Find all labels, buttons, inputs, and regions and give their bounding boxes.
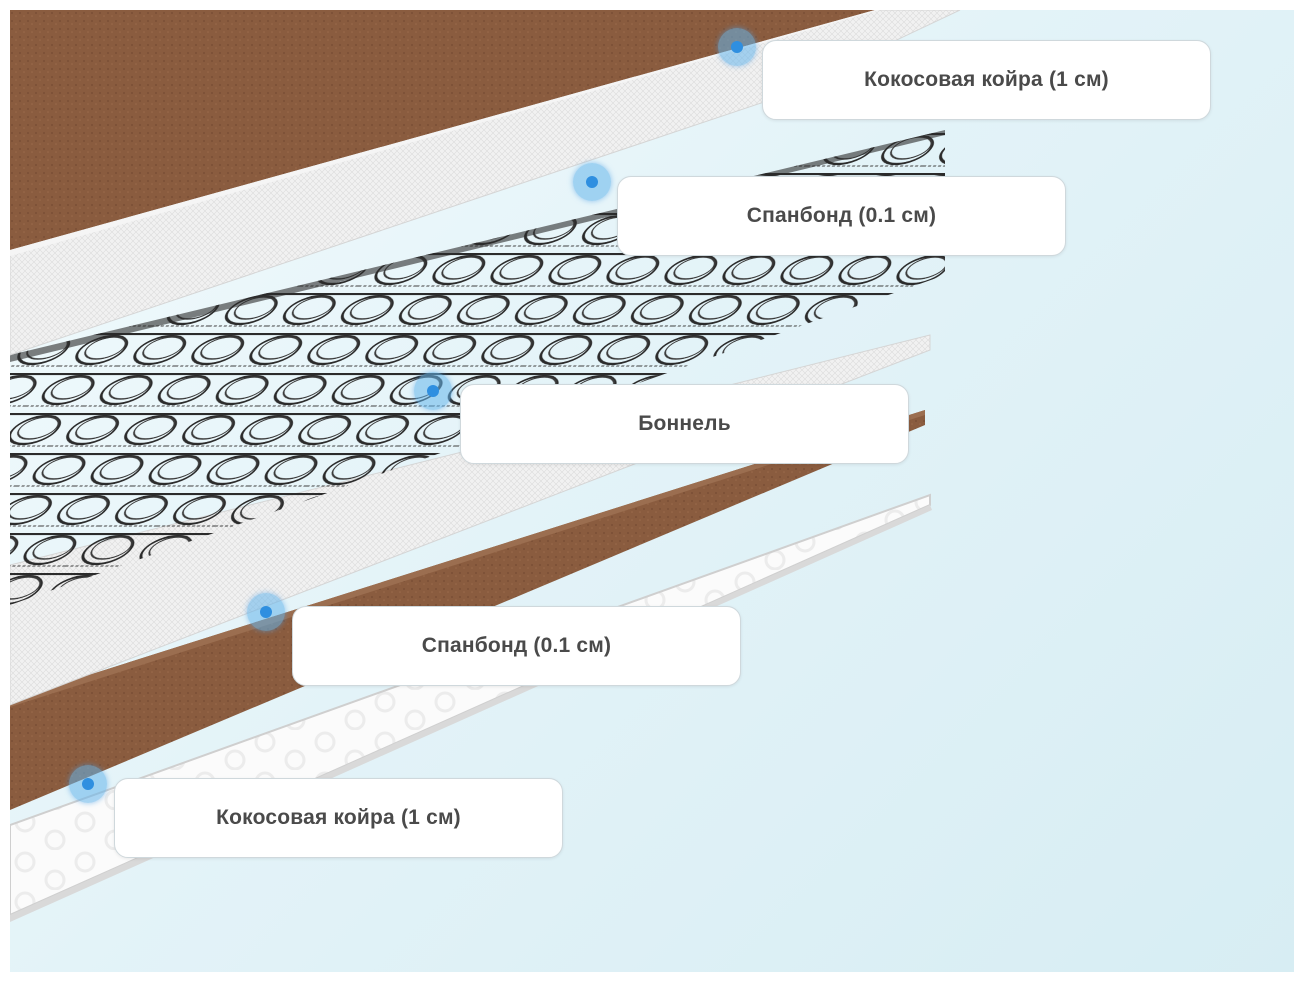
label-bottom-spunbond: Спанбонд (0.1 см) [292,606,741,686]
label-top-spunbond-text: Спанбонд (0.1 см) [746,204,937,227]
label-bottom-spunbond-text: Спанбонд (0.1 см) [421,634,612,657]
label-top-spunbond: Спанбонд (0.1 см) [617,176,1066,256]
label-bottom-coir-text: Кокосовая койра (1 см) [216,806,461,829]
diagram-frame: Кокосовая койра (1 см) Спанбонд (0.1 см)… [10,10,1294,972]
label-top-coir: Кокосовая койра (1 см) [762,40,1211,120]
top-coir-layer [10,10,880,256]
marker-bottom-spunbond[interactable] [247,593,285,631]
marker-bonnel[interactable] [414,372,452,410]
marker-bottom-coir[interactable] [69,765,107,803]
marker-top-coir[interactable] [718,28,756,66]
label-bonnel-text: Боннель [638,412,731,435]
label-bottom-coir: Кокосовая койра (1 см) [114,778,563,858]
label-bonnel: Боннель [460,384,909,464]
marker-top-spunbond[interactable] [573,163,611,201]
label-top-coir-text: Кокосовая койра (1 см) [864,68,1109,91]
